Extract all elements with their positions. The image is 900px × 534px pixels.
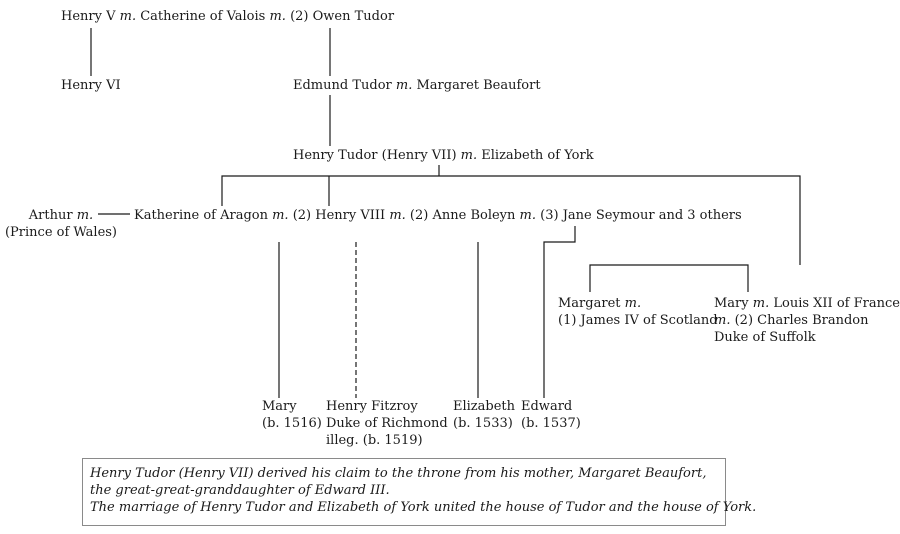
arthur: Arthur	[28, 208, 73, 223]
fitzroy-title: Duke of Richmond	[326, 416, 448, 431]
margaret-beaufort: Margaret Beaufort	[416, 78, 541, 93]
mary-i-block: Mary (b. 1516)	[262, 398, 322, 432]
mary-tudor: Mary	[714, 296, 749, 311]
edward-vi-birth: (b. 1537)	[521, 416, 581, 431]
henry-v-marriage: Henry V m. Catherine of Valois m. (2) Ow…	[61, 9, 395, 24]
jane-seymour: Jane Seymour and 3 others	[562, 208, 742, 223]
note-line-3: The marriage of Henry Tudor and Elizabet…	[90, 500, 757, 515]
henry-vi: Henry VI	[61, 78, 121, 93]
mary-tudor-block: Mary m. Louis XII of France m. (2) Charl…	[714, 296, 900, 345]
edward-vi-block: Edward (b. 1537)	[521, 398, 581, 432]
margaret-husband: (1) James IV of Scotland	[558, 313, 718, 328]
elizabeth-i: Elizabeth	[453, 399, 516, 414]
catherine-of-valois: Catherine of Valois	[140, 9, 266, 24]
duke-of-suffolk: Duke of Suffolk	[714, 330, 816, 345]
louis-xii: Louis XII of France	[773, 296, 900, 311]
fitzroy-block: Henry Fitzroy Duke of Richmond illeg. (b…	[326, 398, 448, 449]
note-box: Henry Tudor (Henry VII) derived his clai…	[82, 458, 756, 526]
margaret-block: Margaret m. (1) James IV of Scotland	[558, 296, 718, 328]
henry-vii-marriage: Henry Tudor (Henry VII) m. Elizabeth of …	[293, 148, 594, 163]
charles-brandon: (2) Charles Brandon	[734, 313, 869, 328]
henry-v: Henry V	[61, 9, 116, 24]
edward-vi: Edward	[521, 399, 573, 414]
arthur-block: Arthur m. (Prince of Wales)	[4, 208, 118, 240]
note-line-2: the great-great-granddaughter of Edward …	[90, 483, 390, 498]
henry-fitzroy: Henry Fitzroy	[326, 399, 418, 414]
note-line-1: Henry Tudor (Henry VII) derived his clai…	[90, 466, 707, 481]
mary-i: Mary	[262, 399, 297, 414]
fitzroy-birth: illeg. (b. 1519)	[326, 433, 423, 448]
mary-i-birth: (b. 1516)	[262, 416, 322, 431]
henry-vii: Henry Tudor (Henry VII)	[293, 148, 457, 163]
elizabeth-i-birth: (b. 1533)	[453, 416, 513, 431]
henry-viii-marriages: Katherine of Aragon m. (2) Henry VIII m.…	[134, 208, 742, 223]
katherine-of-aragon: Katherine of Aragon	[134, 208, 268, 223]
margaret: Margaret	[558, 296, 621, 311]
elizabeth-of-york: Elizabeth of York	[481, 148, 594, 163]
owen-tudor: Owen Tudor	[312, 9, 395, 24]
anne-boleyn: Anne Boleyn	[432, 208, 516, 223]
arthur-title: (Prince of Wales)	[4, 225, 118, 240]
edmund-tudor: Edmund Tudor	[293, 78, 392, 93]
seymour-to-edward-line	[543, 226, 576, 398]
elizabeth-i-block: Elizabeth (b. 1533)	[453, 398, 515, 432]
henry-vii-children-bar	[221, 175, 801, 265]
edmund-tudor-marriage: Edmund Tudor m. Margaret Beaufort	[293, 78, 541, 93]
margaret-mary-branch	[589, 264, 749, 292]
henry-viii: Henry VIII	[315, 208, 386, 223]
